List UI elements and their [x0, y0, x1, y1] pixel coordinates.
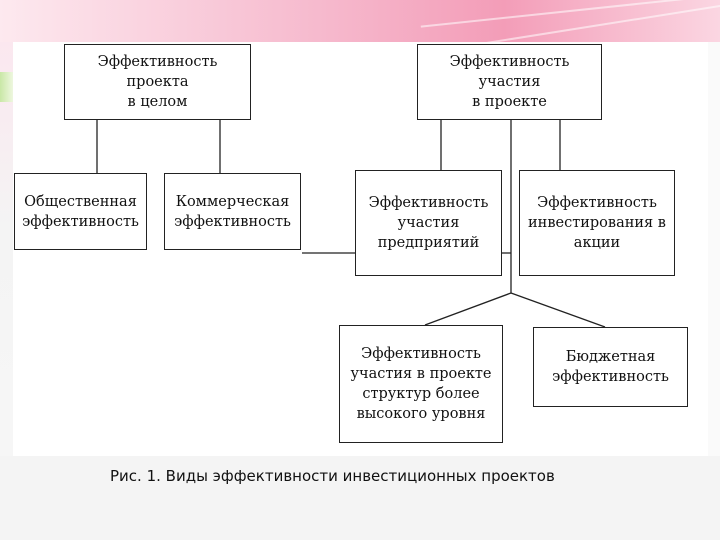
node-project-overall: Эффективность проекта в целом — [64, 44, 251, 120]
node-label: Эффективность участия в проекте структур… — [350, 346, 492, 422]
connector-line — [424, 292, 512, 326]
right-decorative-strip — [708, 42, 720, 462]
node-shares: Эффективность инвестирования в акции — [519, 170, 675, 276]
node-budget: Бюджетная эффективность — [533, 327, 688, 407]
left-decorative-strip — [0, 42, 13, 512]
node-label: Эффективность инвестирования в акции — [528, 195, 666, 251]
node-commercial: Коммерческая эффективность — [164, 173, 301, 250]
connector-line — [510, 292, 606, 328]
caption-band — [0, 456, 720, 540]
node-participation: Эффективность участия в проекте — [417, 44, 602, 120]
node-label: Коммерческая эффективность — [174, 193, 291, 230]
figure-caption: Рис. 1. Виды эффективности инвестиционны… — [110, 467, 555, 485]
node-label: Эффективность участия в проекте — [449, 54, 570, 110]
node-public: Общественная эффективность — [14, 173, 147, 250]
node-higher-structures: Эффективность участия в проекте структур… — [339, 325, 503, 443]
node-enterprises: Эффективность участия предприятий — [355, 170, 502, 276]
node-label: Общественная эффективность — [22, 193, 139, 230]
node-label: Бюджетная эффективность — [552, 349, 669, 385]
node-label: Эффективность участия предприятий — [368, 195, 489, 251]
node-label: Эффективность проекта в целом — [97, 54, 218, 110]
